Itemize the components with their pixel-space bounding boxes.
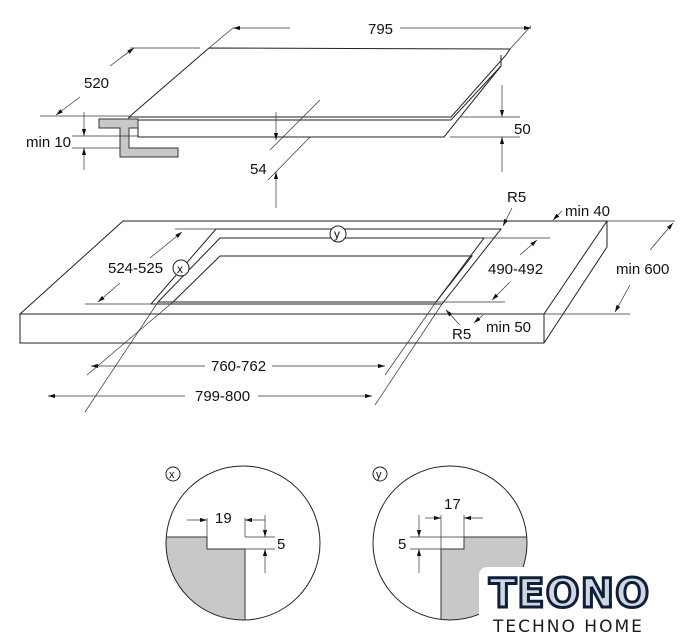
detail-y-title: y xyxy=(376,469,382,481)
detail-x-title: x xyxy=(169,469,175,481)
cutout-dimensions: x y 524-525 490-492 min 600 R5 min 40 R5… xyxy=(48,189,675,413)
dim-min600: min 600 xyxy=(616,261,669,278)
hob-drawing xyxy=(98,47,511,158)
detail-x-label: x xyxy=(177,262,183,276)
dim-795: 795 xyxy=(368,21,393,38)
detail-y-marker xyxy=(329,225,347,243)
dim-524-525: 524-525 xyxy=(108,260,163,277)
dim-760-762: 760-762 xyxy=(211,358,266,375)
dim-5-x: 5 xyxy=(277,536,285,553)
dim-799-800: 799-800 xyxy=(195,388,250,405)
dim-min50: min 50 xyxy=(486,319,531,336)
dim-50: 50 xyxy=(514,121,531,138)
dim-min40: min 40 xyxy=(565,203,610,220)
dim-54: 54 xyxy=(250,161,267,178)
logo-brand: TEONO xyxy=(487,570,651,619)
detail-x-marker xyxy=(172,259,190,277)
dim-17: 17 xyxy=(444,496,461,513)
dim-r5-back: R5 xyxy=(507,189,526,206)
logo-tagline: TECHNO HOME xyxy=(493,617,644,637)
dim-520: 520 xyxy=(84,75,109,92)
detail-y-label: y xyxy=(334,227,340,241)
dim-19: 19 xyxy=(215,510,232,527)
dim-min10: min 10 xyxy=(26,134,71,151)
dim-490-492: 490-492 xyxy=(488,261,543,278)
brand-logo: TEONO TECHNO HOME xyxy=(479,567,694,640)
detail-x: x 19 5 xyxy=(165,465,321,621)
dim-r5-front: R5 xyxy=(452,326,471,343)
mounting-bracket xyxy=(98,118,179,158)
hob-dimensions: 795 520 min 10 50 54 xyxy=(26,21,532,208)
dim-5-y: 5 xyxy=(398,536,406,553)
